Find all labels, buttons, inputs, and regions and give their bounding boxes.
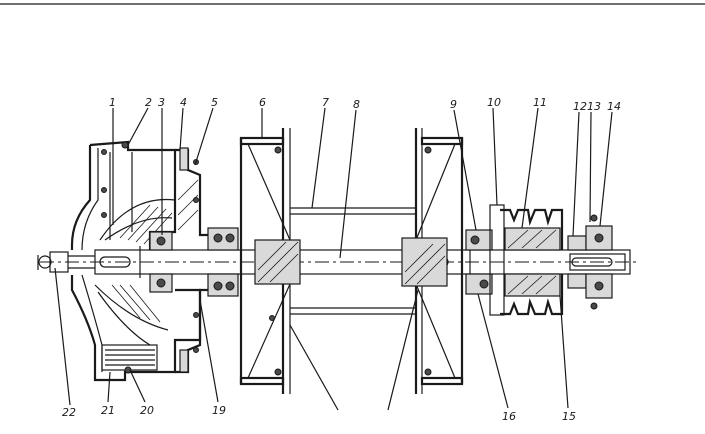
seal-box <box>101 344 158 374</box>
label-19: 19 <box>212 404 226 417</box>
label-14: 14 <box>607 100 621 113</box>
impeller-housing <box>70 140 202 382</box>
label-8: 8 <box>353 98 360 111</box>
label-5: 5 <box>211 96 218 109</box>
impeller-hatching <box>111 204 173 323</box>
label-12: 12 <box>573 100 587 113</box>
bearing-right <box>465 204 505 316</box>
label-7: 7 <box>322 96 329 109</box>
bearing-left <box>149 227 239 297</box>
leader-lines <box>54 107 613 411</box>
label-21: 21 <box>101 404 115 417</box>
callout-labels: 1 2 3 4 5 6 7 8 9 10 11 12 13 14 22 21 2… <box>62 96 621 423</box>
drum-tube <box>290 207 416 315</box>
v-belt-sheaves <box>500 208 564 316</box>
label-6: 6 <box>259 96 266 109</box>
label-15: 15 <box>562 410 576 423</box>
label-3: 3 <box>158 96 165 109</box>
shaft-end-fitting <box>37 251 95 273</box>
bearing-housing-left <box>175 147 217 374</box>
label-20: 20 <box>140 404 154 417</box>
label-16: 16 <box>502 410 516 423</box>
wheel-right <box>401 128 464 394</box>
label-9: 9 <box>450 98 457 111</box>
label-22: 22 <box>62 406 76 419</box>
wheel-left <box>239 128 301 394</box>
label-10: 10 <box>487 96 501 109</box>
bearing-end <box>567 214 613 310</box>
label-1: 1 <box>109 96 116 109</box>
label-4: 4 <box>180 96 187 109</box>
label-13: 13 <box>587 100 601 113</box>
label-11: 11 <box>533 96 547 109</box>
label-2: 2 <box>145 96 152 109</box>
